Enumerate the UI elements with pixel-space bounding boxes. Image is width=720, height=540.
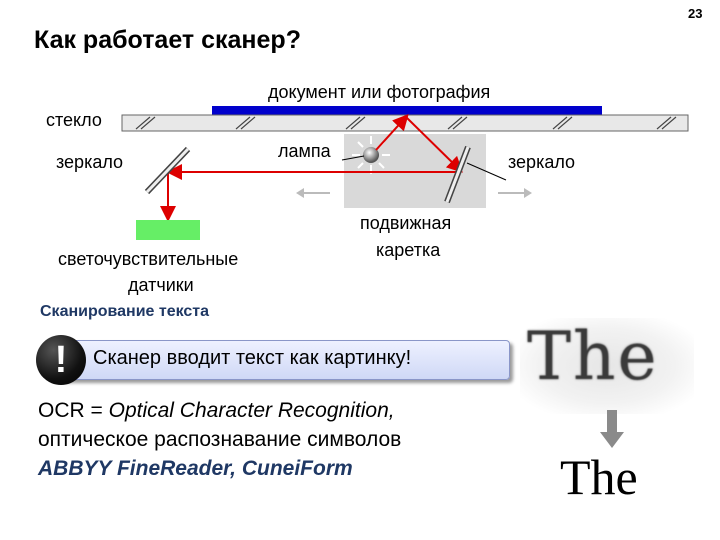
sensor-block	[136, 220, 200, 240]
ocr-expansion: Optical Character Recognition,	[108, 399, 395, 422]
section-title: Сканирование текста	[40, 303, 210, 320]
mirror-right-label: зеркало	[508, 152, 576, 172]
carriage-label-line2: каретка	[376, 240, 441, 260]
exclamation-icon: !	[36, 335, 86, 385]
lamp-bulb	[363, 147, 379, 163]
mirror-right	[444, 145, 471, 204]
slide-title: Как работает сканер?	[34, 26, 301, 54]
carriage-label-line1: подвижная	[360, 213, 452, 233]
lamp-label: лампа	[278, 141, 331, 161]
callout-box	[60, 340, 510, 380]
ocr-description: OCR = Optical Character Recognition, опт…	[38, 396, 401, 483]
callout-text: Сканер вводит текст как картинку!	[93, 347, 412, 369]
down-arrow-icon	[600, 410, 624, 448]
document-strip	[212, 106, 602, 115]
scanner-diagram	[121, 106, 689, 240]
mirror-left	[144, 146, 191, 195]
carriage-right-arrow-icon	[498, 188, 532, 198]
recognized-text: The	[560, 449, 638, 505]
scanned-image-background	[520, 318, 694, 414]
light-path	[160, 114, 463, 222]
mirror-left-label: зеркало	[56, 152, 124, 172]
sensors-label-line1: светочувствительные	[58, 249, 239, 269]
lamp-leader	[341, 155, 365, 161]
slide-number: 23	[688, 6, 703, 21]
ocr-line2: оптическое распознавание символов	[38, 428, 402, 451]
mirror-right-leader	[466, 162, 507, 181]
ocr-line1: OCR = Optical Character Recognition,	[38, 396, 401, 425]
ocr-software: ABBYY FineReader, CuneiForm	[38, 457, 353, 480]
glass-label: стекло	[46, 110, 102, 130]
ocr-prefix: OCR =	[38, 399, 109, 422]
carriage-left-arrow-icon	[296, 188, 330, 198]
sensors-label-line2: датчики	[128, 275, 194, 295]
scanned-text-image: The	[527, 318, 659, 395]
document-label: документ или фотография	[268, 82, 491, 102]
